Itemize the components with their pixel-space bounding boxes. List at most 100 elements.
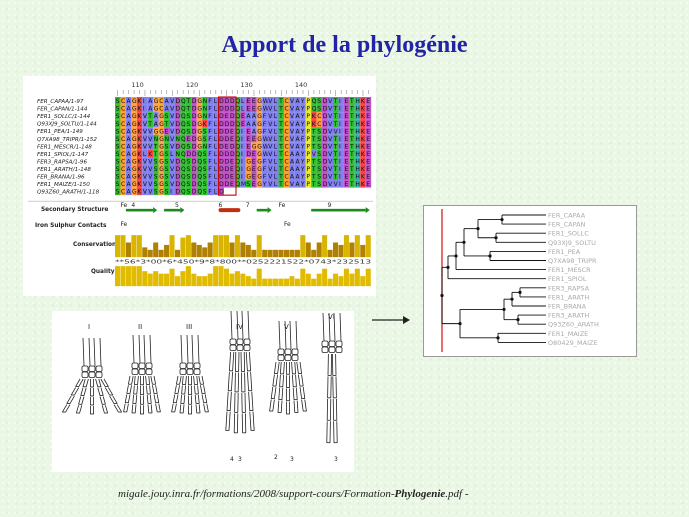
residue: H [355, 136, 360, 143]
residue: S [317, 166, 321, 173]
residue: S [317, 143, 321, 150]
tree-leaf-label: FER1_SOLLC [548, 230, 589, 238]
residue: Q [197, 151, 202, 158]
conservation-bar [229, 242, 234, 257]
residue: E [345, 106, 349, 113]
residue: G [257, 174, 262, 181]
ss-mark: Fe [120, 202, 127, 209]
quality-bar [153, 271, 158, 286]
sequence-name: FER1_SPIOL/1-147 [37, 152, 89, 158]
residue: S [317, 181, 321, 188]
residue: H [355, 159, 360, 166]
residue: D [219, 166, 224, 173]
annotation-label: Secondary Structure [41, 207, 108, 213]
caption-suffix: .pdf - [445, 488, 468, 500]
residue: P [306, 136, 310, 143]
residue: S [116, 166, 120, 173]
residue: G [159, 166, 164, 173]
sequence-name: Q93Z60_ARATH/1-118 [37, 190, 100, 196]
conservation-bar [240, 242, 245, 257]
residue: S [186, 174, 190, 181]
residue: T [311, 174, 316, 181]
residue: D [230, 143, 235, 150]
residue: F [301, 136, 305, 143]
residue: E [252, 98, 256, 105]
residue: D [323, 166, 328, 173]
residue: T [147, 113, 152, 120]
residue: P [306, 106, 310, 113]
residue: F [208, 166, 212, 173]
residue: S [116, 189, 120, 196]
residue: T [153, 151, 158, 158]
quality-bar [306, 274, 311, 287]
residue: I [339, 113, 341, 120]
residue: T [333, 166, 338, 173]
residue: G [197, 143, 202, 150]
bone-annotation: 3 [334, 456, 338, 463]
conservation-bar [148, 250, 153, 257]
residue: C [121, 166, 125, 173]
quality-bar [137, 266, 142, 286]
conservation-bar [164, 245, 169, 257]
residue: T [278, 98, 283, 105]
tree-leaf-label: FER_CAPAA [548, 212, 586, 220]
residue: E [345, 128, 349, 135]
residue: E [225, 113, 229, 120]
residue: S [203, 189, 207, 196]
residue: Q [312, 98, 317, 105]
quality-bar [317, 274, 322, 287]
conservation-bar [153, 242, 158, 257]
residue: S [116, 128, 120, 135]
residue: G [159, 143, 164, 150]
residue: S [186, 143, 190, 150]
residue: G [159, 151, 164, 158]
residue: I [241, 174, 243, 181]
tree-leaf-label: FER_BRANA [548, 303, 587, 311]
residue: D [176, 174, 181, 181]
conservation-bar [355, 235, 360, 257]
residue: G [159, 136, 164, 143]
conservation-bar [202, 247, 207, 257]
residue: E [345, 143, 349, 150]
residue: I [339, 136, 341, 143]
residue: T [311, 181, 316, 188]
quality-bar [328, 279, 333, 287]
residue: S [116, 113, 120, 120]
residue: S [165, 113, 169, 120]
residue: P [306, 128, 310, 135]
residue: F [208, 189, 212, 196]
residue: G [159, 128, 164, 135]
residue: D [219, 121, 224, 128]
residue: D [225, 151, 230, 158]
residue: E [366, 181, 370, 188]
strand-arrowhead [180, 207, 184, 213]
conservation-bar [137, 235, 142, 257]
residue: D [323, 106, 328, 113]
conservation-bar [338, 245, 343, 257]
residue: S [186, 181, 190, 188]
conservation-digits: **56*3*00*6*450*9*8*800**0252221522*0743… [115, 260, 371, 266]
limb-label: II [138, 323, 142, 331]
quality-bar [235, 271, 240, 286]
residue: Q [197, 166, 202, 173]
residue: D [192, 98, 197, 105]
residue: S [165, 151, 169, 158]
residue: T [164, 121, 169, 128]
residue: C [121, 159, 125, 166]
residue: T [333, 159, 338, 166]
residue: G [257, 181, 262, 188]
residue: F [263, 121, 267, 128]
residue: N [165, 136, 170, 143]
residue: E [366, 136, 370, 143]
residue: Q [181, 174, 186, 181]
conservation-bar [366, 235, 371, 257]
residue: N [203, 113, 208, 120]
residue: T [278, 143, 283, 150]
residue: Q [181, 181, 186, 188]
annotation-label: Iron Sulphur Contacts [35, 223, 107, 229]
residue: G [257, 136, 262, 143]
residue: E [230, 159, 234, 166]
conservation-bar [175, 250, 180, 257]
residue: D [225, 159, 230, 166]
